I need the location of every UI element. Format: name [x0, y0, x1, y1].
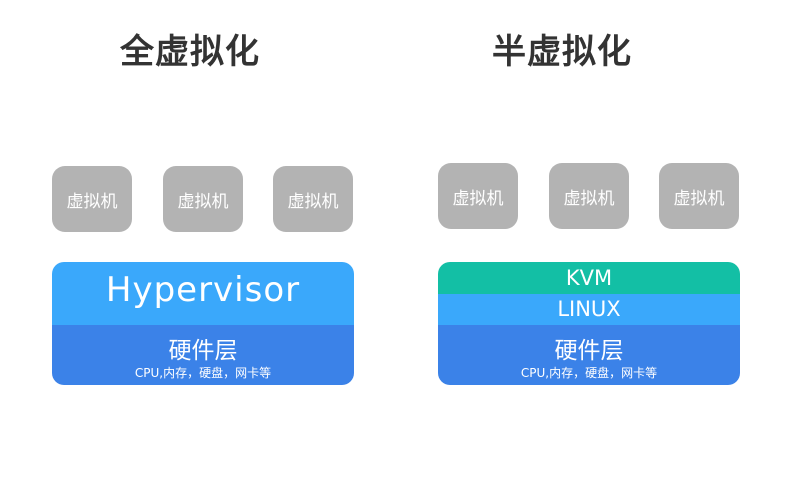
para-virt-hardware-detail: CPU,内存，硬盘，网卡等 [520, 366, 658, 380]
para-virt-vm-3: 虚拟机 [659, 163, 739, 229]
full-virt-vm-3: 虚拟机 [273, 166, 353, 232]
full-virt-vm-2: 虚拟机 [163, 166, 243, 232]
para-virtualization-title: 半虚拟化 [492, 32, 632, 72]
full-virt-vm-1: 虚拟机 [52, 166, 132, 232]
para-virt-vm-1: 虚拟机 [438, 163, 518, 229]
para-virt-hardware-layer: 硬件层 CPU,内存，硬盘，网卡等 [438, 325, 740, 385]
kvm-layer: KVM [438, 262, 740, 294]
full-virt-hardware-label: 硬件层 [168, 338, 238, 364]
full-virtualization-title: 全虚拟化 [120, 32, 260, 72]
para-virt-hardware-label: 硬件层 [554, 338, 624, 364]
linux-layer: LINUX [438, 294, 740, 325]
para-virt-vm-2: 虚拟机 [549, 163, 629, 229]
hypervisor-layer: Hypervisor [52, 262, 354, 325]
hypervisor-label: Hypervisor [105, 270, 301, 310]
full-virt-hardware-layer: 硬件层 CPU,内存，硬盘，网卡等 [52, 325, 354, 385]
linux-label: LINUX [557, 297, 621, 321]
kvm-label: KVM [565, 266, 613, 290]
full-virt-hardware-detail: CPU,内存，硬盘，网卡等 [134, 366, 272, 380]
para-virt-stack: KVM LINUX 硬件层 CPU,内存，硬盘，网卡等 [438, 262, 740, 385]
full-virt-stack: Hypervisor 硬件层 CPU,内存，硬盘，网卡等 [52, 262, 354, 385]
